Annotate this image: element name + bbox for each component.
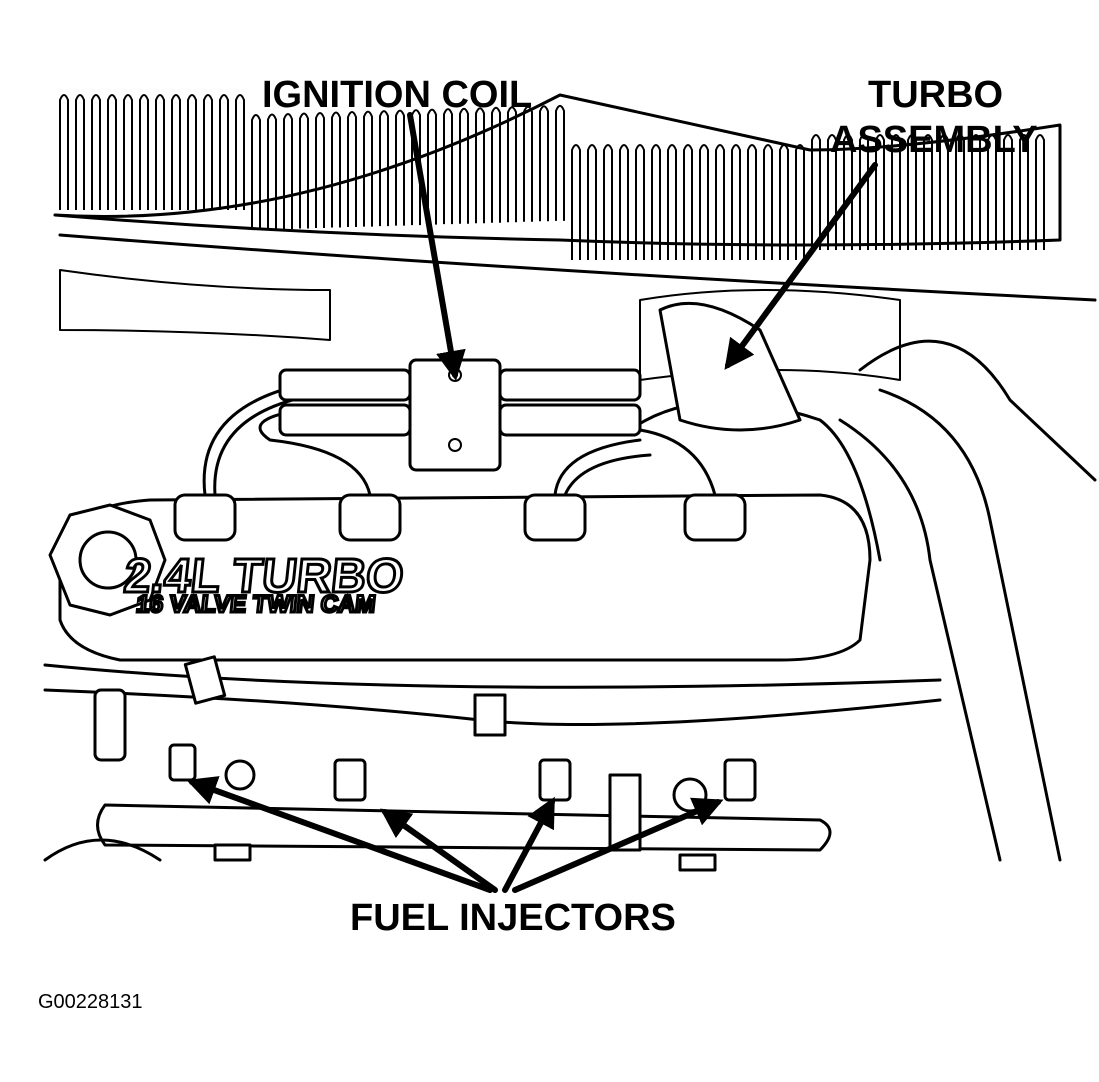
fuel-rail	[96, 803, 832, 852]
ignition-coil-pack	[278, 358, 642, 472]
fuel-injectors-label: FUEL INJECTORS	[350, 897, 676, 939]
cam-gear	[48, 503, 167, 617]
injector-3	[538, 758, 572, 802]
fuel-injector-arrow-2	[380, 808, 498, 893]
hood-edge-line	[58, 233, 1097, 302]
valve-cover-model-text: 2.4L TURBO	[122, 549, 407, 603]
spark-plug-boots	[173, 493, 747, 542]
injector-1	[168, 743, 197, 782]
fuel-injector-arrow-1	[186, 776, 493, 893]
injector-2	[333, 758, 367, 802]
fuel-rail-bracket	[608, 773, 642, 852]
ignition-coil-arrow	[407, 112, 466, 381]
fuel-rail-area	[43, 655, 942, 872]
engine-body: 2.4L TURBO 16 VALVE TWIN CAM	[48, 269, 1097, 862]
figure-id: G00228131	[38, 991, 143, 1013]
turbo-label-line1: TURBO	[868, 74, 1003, 116]
turbo-assembly-arrow	[724, 162, 878, 370]
spark-plug-wires	[202, 383, 882, 562]
turbo-label-line2: ASSEMBLY	[830, 119, 1038, 161]
fuel-injector-arrow-3	[502, 796, 555, 893]
radiator-outline	[53, 93, 1062, 247]
valve-cover-spec-text: 16 VALVE TWIN CAM	[135, 591, 377, 618]
callout-arrows	[186, 112, 878, 893]
injector-4	[723, 758, 757, 802]
fuel-injector-arrow-4	[512, 797, 724, 893]
ignition-coil-label: IGNITION COIL	[262, 74, 532, 116]
